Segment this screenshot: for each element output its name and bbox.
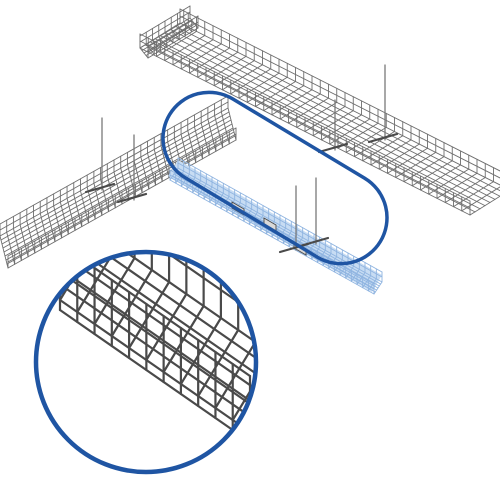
- hanger-rods: [84, 64, 399, 254]
- detail-zoom-outline: [33, 249, 259, 475]
- highlight-callout-outline: [161, 90, 389, 266]
- main-tray-run: [139, 5, 500, 216]
- left-tray-branch: [0, 95, 237, 269]
